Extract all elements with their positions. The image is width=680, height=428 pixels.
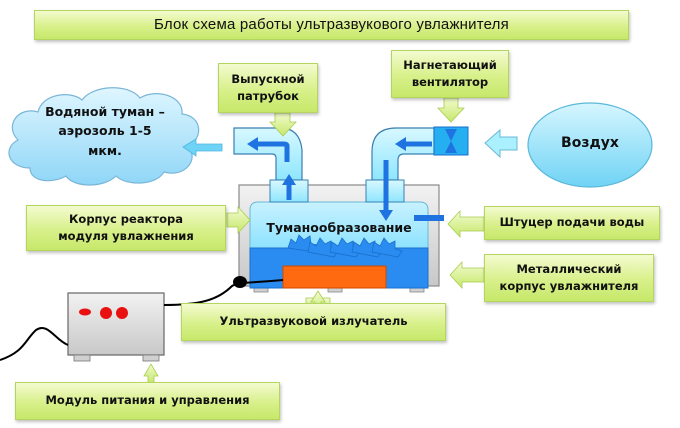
metal-body-label: Металлический корпус увлажнителя [484, 254, 654, 302]
fog-formation-text: Туманообразование [266, 220, 412, 235]
emitter-label: Ультразвуковой излучатель [181, 303, 446, 341]
power-module [67, 292, 165, 362]
outlet-pipe-label: Выпускной патрубок [218, 63, 318, 113]
water-inlet-label: Штуцер подачи воды [484, 206, 660, 240]
outlet-pipe [233, 127, 309, 203]
inlet-pipe [365, 127, 435, 221]
cable-connector-icon [233, 276, 247, 288]
power-module-label: Модуль питания и управления [15, 382, 280, 420]
air-arrow-icon [484, 128, 518, 159]
led-indicators-icon [79, 307, 128, 319]
fan-label: Нагнетающий вентилятор [391, 50, 509, 98]
reactor-body-label: Корпус реактора модуля увлажнения [26, 205, 226, 251]
air-text: Воздух [561, 135, 619, 151]
mist-arrow-icon [182, 138, 223, 157]
fog-bubbles-icon [287, 234, 403, 258]
fan-icon [433, 126, 469, 156]
air-node [527, 102, 653, 188]
water-inlet-icon [414, 215, 444, 221]
mist-cloud [8, 87, 200, 186]
mist-cloud-text: Водяной туман – аэрозоль 1-5 мкм. [45, 104, 165, 158]
diagram-title: Блок схема работы ультразвукового увлажн… [34, 10, 629, 40]
ultrasonic-emitter [282, 265, 387, 289]
